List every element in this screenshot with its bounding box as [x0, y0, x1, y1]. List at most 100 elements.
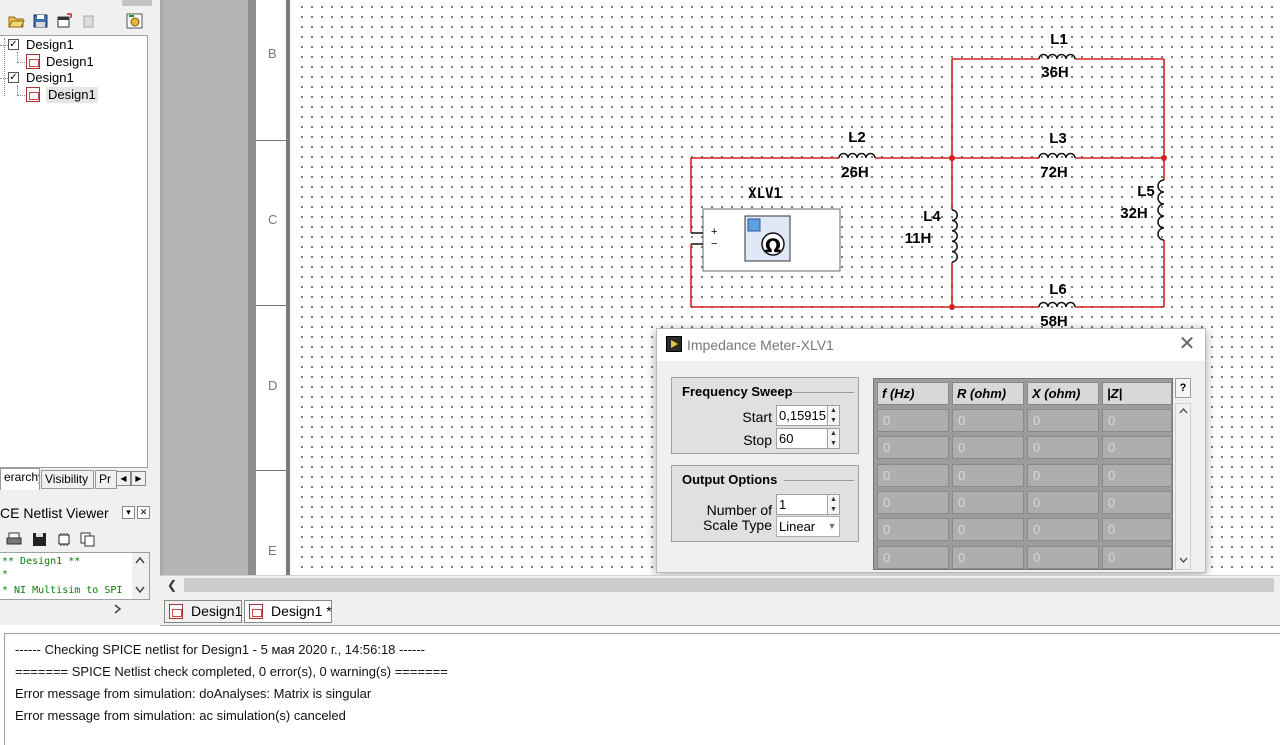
spin-up-icon[interactable]: ▲: [830, 430, 837, 437]
tab-visibility[interactable]: Visibility: [41, 470, 94, 489]
group-title: Frequency Sweep: [682, 384, 793, 399]
circuit-wires[interactable]: [690, 58, 1165, 308]
design-toolbar: [0, 9, 152, 35]
checkbox-icon[interactable]: ✓: [8, 39, 19, 50]
column-header-frequency: f (Hz): [877, 382, 949, 405]
spin-up-icon[interactable]: ▲: [830, 407, 837, 414]
netlist-horizontal-scrollbar[interactable]: [0, 600, 150, 620]
help-button[interactable]: ?: [1175, 378, 1191, 398]
log-line: ------ Checking SPICE netlist for Design…: [15, 642, 425, 657]
scale-type-select[interactable]: Linear ▼: [776, 516, 840, 537]
ohm-symbol-icon: Ω: [765, 235, 781, 257]
inductor-l2[interactable]: L2 26H: [838, 129, 876, 181]
schematic-document-icon: [249, 604, 263, 619]
ruler-tick: [256, 470, 286, 471]
spin-down-icon[interactable]: ▼: [830, 417, 837, 424]
scroll-right-icon[interactable]: [114, 604, 122, 614]
chip-icon[interactable]: [56, 532, 72, 547]
scroll-up-icon[interactable]: [135, 556, 145, 564]
results-cell: 0: [952, 409, 1024, 432]
impedance-meter-window[interactable]: Impedance Meter-XLV1 ✕ Frequency Sweep S…: [656, 328, 1206, 573]
scrollbar-thumb[interactable]: [184, 578, 1274, 592]
number-of-points-input[interactable]: 1: [776, 494, 828, 515]
tab-scroll-left-icon[interactable]: ◀: [116, 471, 131, 486]
results-cell: 0: [1027, 436, 1099, 460]
netlist-text-view[interactable]: ** Design1 ** * * NI Multisim to SPI: [0, 552, 150, 600]
output-options-group: Output Options Number of 1 ▲ ▼ Scale Typ…: [671, 465, 859, 542]
schematic-document-icon: [26, 54, 40, 69]
stop-frequency-input[interactable]: 60: [776, 428, 828, 449]
ruler-tick: [256, 305, 286, 306]
meter-screen-icon: [747, 218, 761, 232]
window-title-bar[interactable]: Impedance Meter-XLV1 ✕: [657, 329, 1205, 361]
print-icon[interactable]: [6, 532, 22, 547]
start-spinner[interactable]: ▲ ▼: [827, 405, 840, 426]
circuit-schematic[interactable]: L1 36H L2 26H L3 72H L4 11H L5 32H L6 58…: [294, 0, 1280, 575]
results-cell: 0: [1102, 490, 1172, 514]
spin-down-icon[interactable]: ▼: [830, 506, 837, 513]
save-icon[interactable]: [32, 532, 47, 547]
column-header-resistance: R (ohm): [952, 382, 1024, 405]
results-cell: 0: [1027, 463, 1099, 487]
chevron-down-icon[interactable]: ▼: [827, 521, 837, 531]
inductor-l1[interactable]: L1 36H: [1038, 31, 1076, 81]
instrument-terminals: [691, 232, 703, 245]
tab-design1[interactable]: Design1: [164, 600, 242, 623]
inductor-l6[interactable]: L6 58H: [1038, 281, 1076, 330]
scroll-left-icon[interactable]: ❮: [166, 578, 178, 592]
start-frequency-input[interactable]: 0,15915: [776, 405, 828, 426]
checkbox-icon[interactable]: ✓: [8, 72, 19, 83]
delete-icon: [83, 15, 94, 28]
open-folder-icon[interactable]: [8, 13, 25, 29]
save-icon[interactable]: [32, 13, 49, 29]
results-cell: 0: [952, 463, 1024, 487]
inductor-coil-icon: [1038, 301, 1076, 308]
tab-project[interactable]: Pr: [95, 470, 117, 489]
scroll-down-icon[interactable]: [135, 586, 145, 594]
results-cell: 0: [1102, 436, 1172, 460]
scroll-up-icon[interactable]: [1179, 407, 1188, 414]
new-window-icon[interactable]: [56, 13, 73, 29]
results-cell: 0: [952, 490, 1024, 514]
number-of-points-label: Number of: [706, 502, 772, 518]
component-value: 26H: [841, 164, 869, 181]
impedance-meter-instrument-xlv1[interactable]: XLV1 + − Ω: [691, 186, 841, 272]
hierarchy-icon[interactable]: [126, 13, 143, 29]
results-cell: 0: [1027, 518, 1099, 542]
number-spinner[interactable]: ▲ ▼: [827, 494, 840, 515]
terminal-plus-label: +: [711, 226, 717, 238]
close-icon[interactable]: ✕: [1178, 333, 1196, 355]
results-cell: 0: [952, 436, 1024, 460]
spin-down-icon[interactable]: ▼: [830, 440, 837, 447]
inductor-l4[interactable]: L4 11H: [905, 208, 958, 263]
results-cell: 0: [1102, 518, 1172, 542]
group-divider: [790, 392, 854, 393]
spin-up-icon[interactable]: ▲: [830, 496, 837, 503]
results-scrollbar[interactable]: [1175, 403, 1191, 570]
component-name: L2: [848, 129, 866, 146]
component-name: L3: [1049, 130, 1067, 147]
stop-spinner[interactable]: ▲ ▼: [827, 428, 840, 449]
dropdown-icon[interactable]: ▾: [122, 506, 135, 519]
terminal-minus-label: −: [711, 238, 717, 250]
copy-icon[interactable]: [80, 532, 96, 547]
inductor-coil-icon: [1038, 152, 1076, 159]
inductor-l5[interactable]: L5 32H: [1120, 179, 1165, 241]
inductor-coil-icon: [951, 209, 958, 263]
log-line: Error message from simulation: ac simula…: [15, 708, 346, 723]
results-log-panel[interactable]: ------ Checking SPICE netlist for Design…: [4, 633, 1280, 745]
component-name: L6: [1049, 281, 1067, 298]
results-cell: 0: [952, 545, 1024, 569]
scroll-down-icon[interactable]: [1179, 557, 1188, 564]
tab-scroll-right-icon[interactable]: ▶: [131, 471, 146, 486]
tab-hierarchy[interactable]: erarchy: [0, 468, 40, 490]
tab-design1-modified[interactable]: Design1 *: [244, 600, 332, 623]
results-cell: 0: [1102, 409, 1172, 432]
scale-type-label: Scale Type: [702, 517, 772, 533]
inductor-l3[interactable]: L3 72H: [1038, 130, 1076, 181]
inductor-coil-icon: [1157, 179, 1165, 241]
inductor-coil-icon: [838, 152, 876, 159]
canvas-horizontal-scrollbar[interactable]: ❮: [160, 575, 1280, 594]
close-icon[interactable]: ✕: [137, 506, 150, 519]
netlist-vertical-scrollbar[interactable]: [132, 553, 149, 599]
